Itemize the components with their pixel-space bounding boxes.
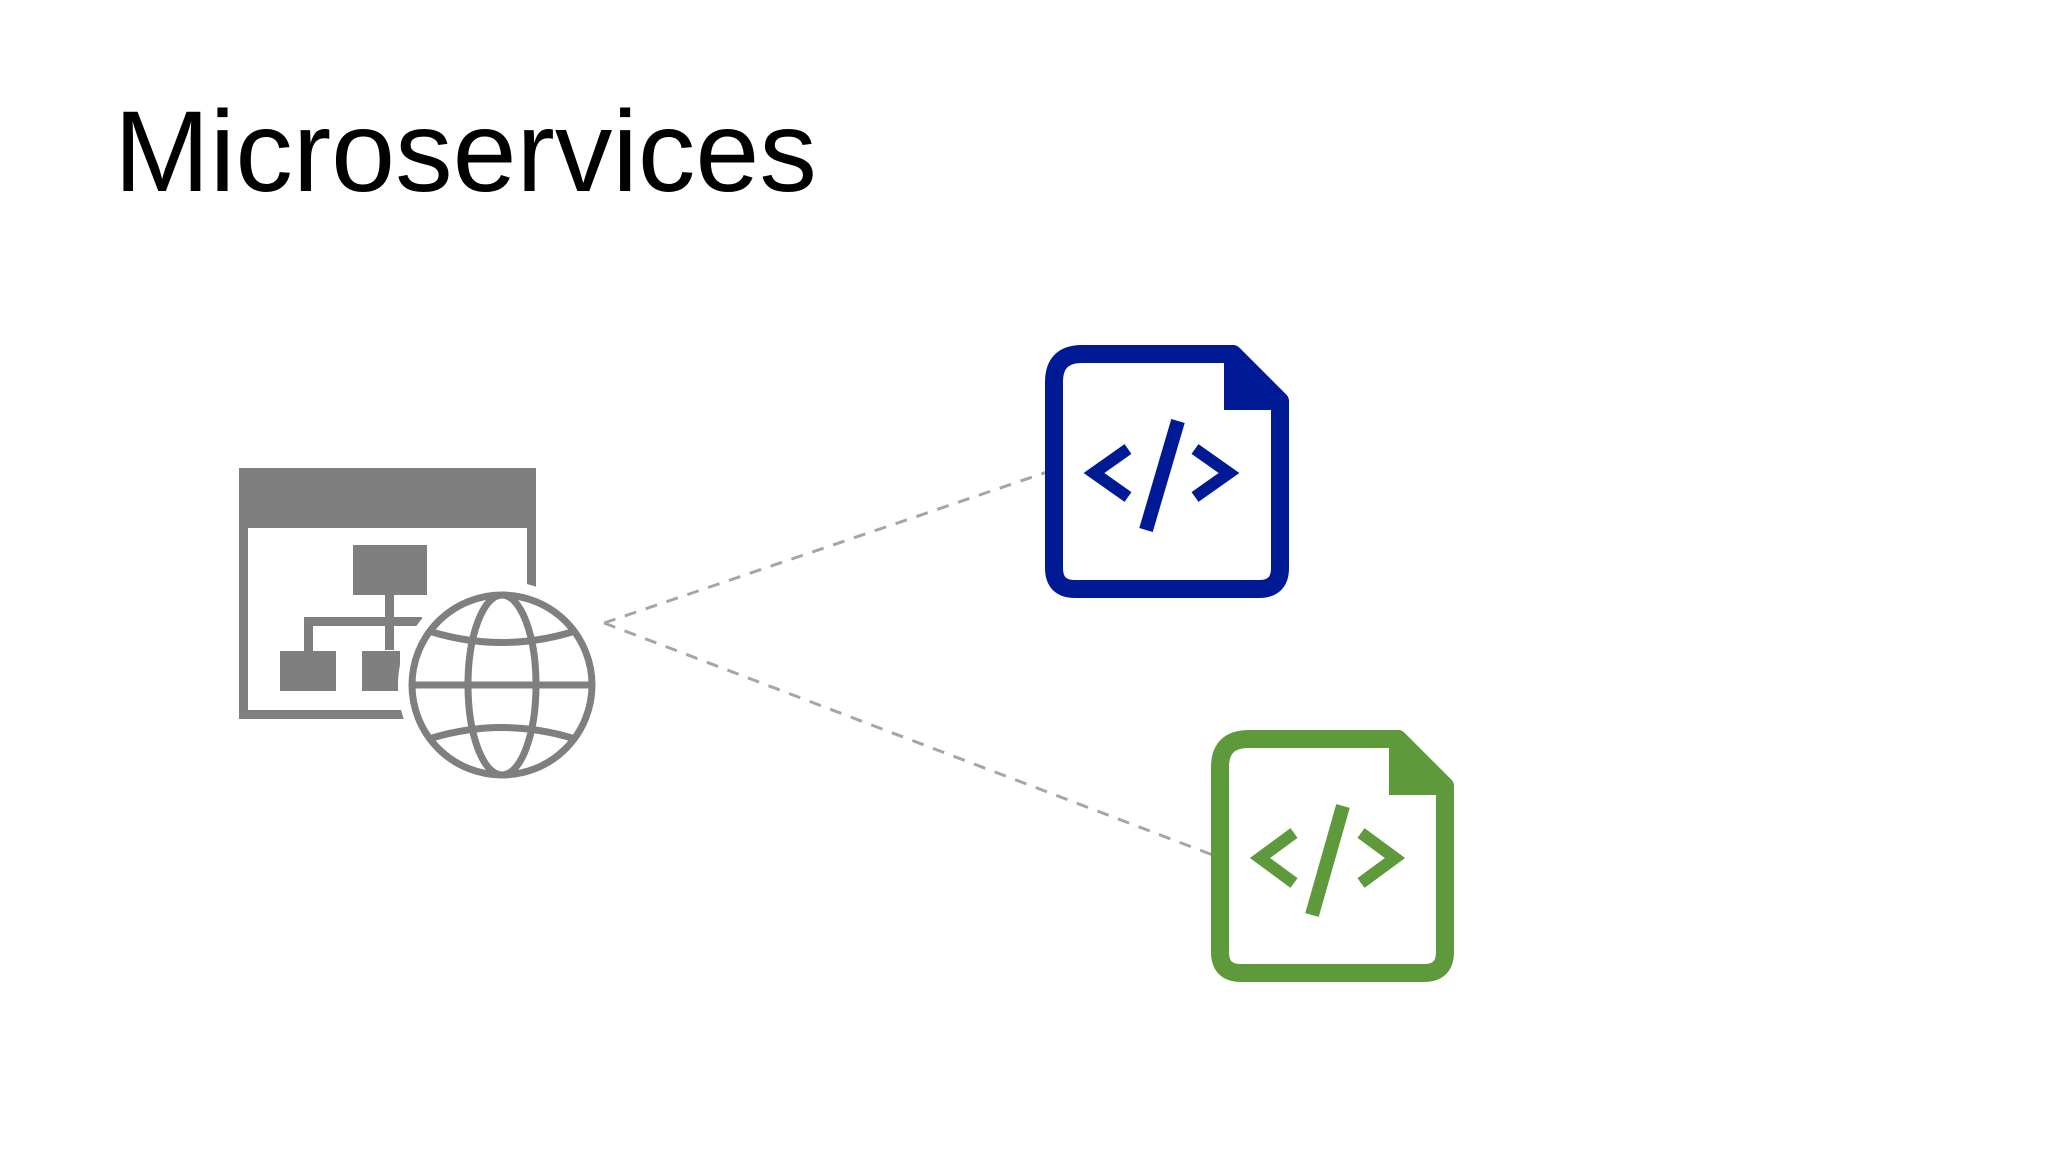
code-file-icon [1045, 345, 1289, 598]
connector-web-app-to-service-1 [603, 469, 1051, 625]
web-application-globe-icon [239, 468, 606, 789]
slide-title: Microservices [114, 88, 817, 216]
connector-web-app-to-service-2 [603, 621, 1219, 859]
code-file-icon [1211, 730, 1454, 982]
